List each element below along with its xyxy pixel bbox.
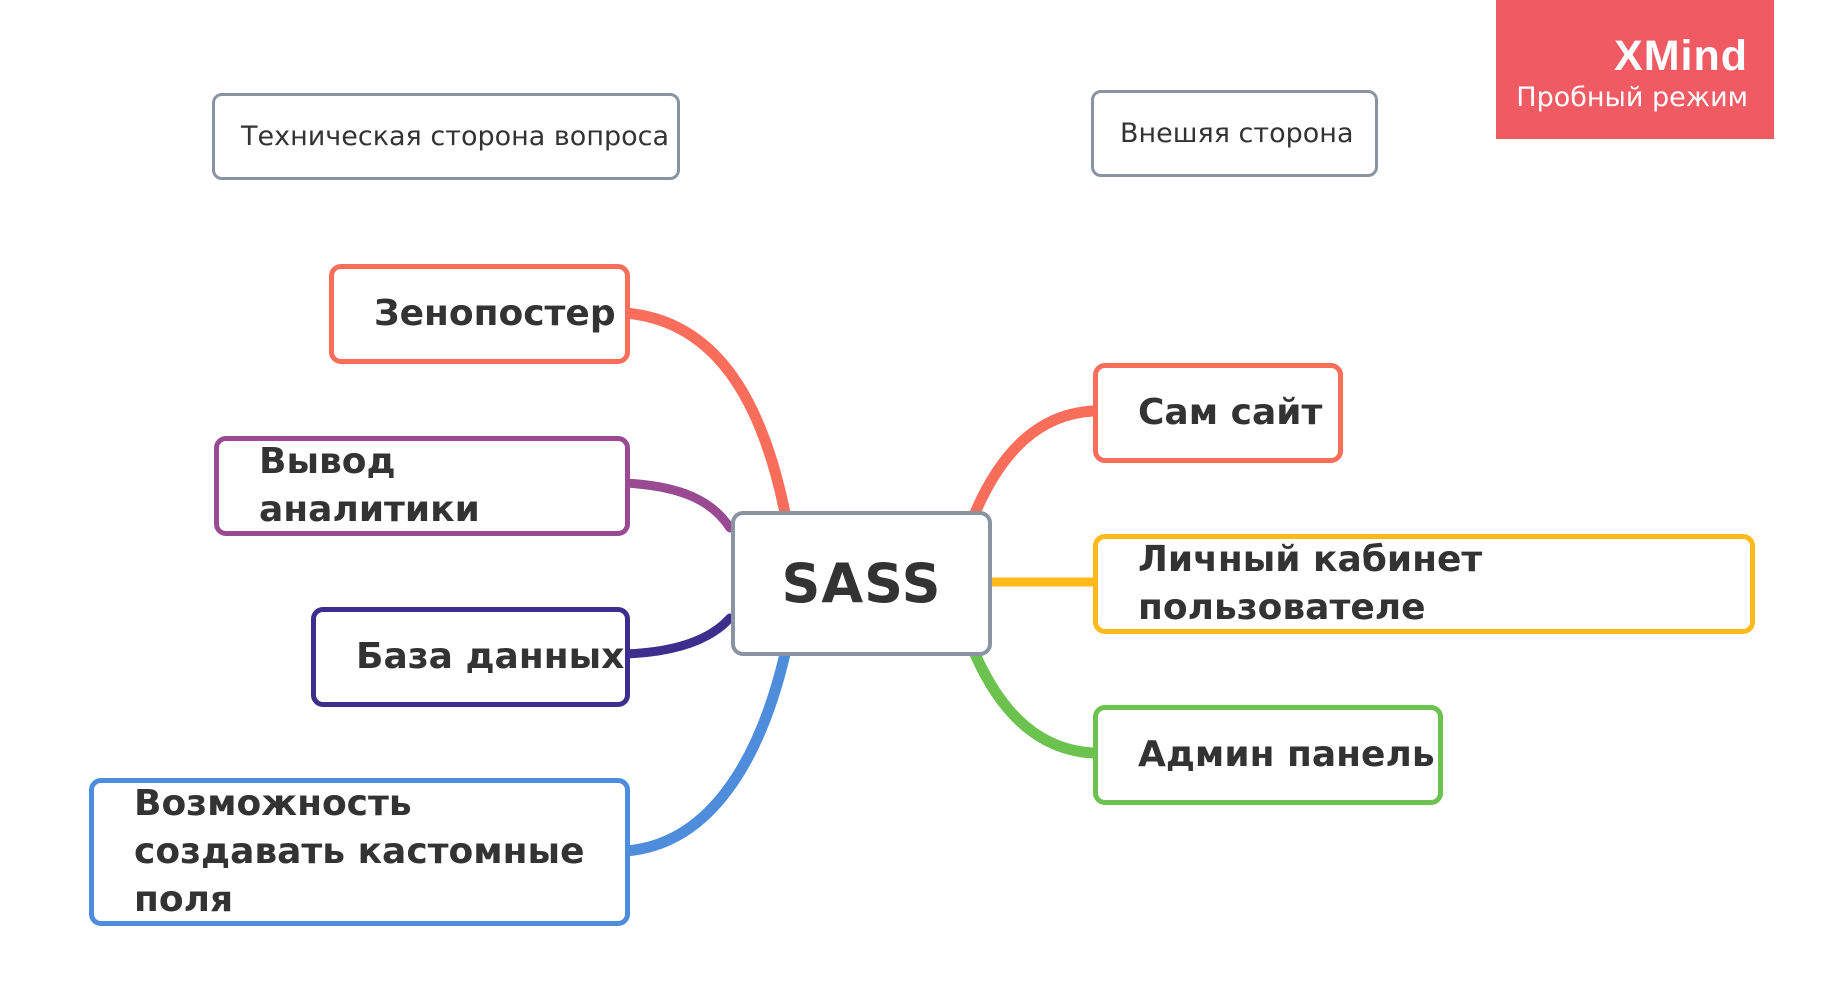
branch-topic-cabinet[interactable]: Личный кабинет пользователе [1093, 534, 1755, 634]
connector-analytics [620, 478, 735, 533]
xmind-trial-watermark: XMind Пробный режим [1496, 0, 1774, 139]
connector-custom-fields [619, 648, 791, 857]
floating-topic-technical-label: Техническая сторона вопроса [241, 121, 670, 152]
central-topic[interactable]: SASS [731, 511, 992, 656]
branch-topic-admin[interactable]: Админ панель [1093, 705, 1443, 805]
branch-topic-site-label: Сам сайт [1138, 392, 1323, 433]
connector-zenoposter [619, 307, 791, 519]
branch-topic-analytics-label: Вывод аналитики [259, 441, 480, 530]
branch-topic-site[interactable]: Сам сайт [1093, 363, 1343, 463]
branch-topic-database[interactable]: База данных [311, 607, 630, 707]
watermark-subtitle: Пробный режим [1516, 82, 1748, 113]
floating-topic-external-label: Внешяя сторона [1120, 118, 1354, 149]
branch-topic-cabinet-label: Личный кабинет пользователе [1138, 539, 1483, 628]
branch-topic-custom-fields[interactable]: Возможность создавать кастомные поля [89, 778, 630, 926]
watermark-title: XMind [1614, 32, 1748, 80]
floating-topic-technical[interactable]: Техническая сторона вопроса [212, 93, 680, 180]
central-topic-label: SASS [781, 552, 942, 615]
branch-topic-zenoposter-label: Зенопостер [374, 293, 616, 334]
branch-topic-custom-fields-label: Возможность создавать кастомные поля [134, 783, 585, 920]
branch-topic-zenoposter[interactable]: Зенопостер [329, 264, 630, 364]
floating-topic-external[interactable]: Внешяя сторона [1091, 90, 1378, 177]
connector-admin [969, 648, 1099, 759]
branch-topic-database-label: База данных [356, 636, 625, 677]
connector-site [969, 405, 1099, 519]
branch-topic-admin-label: Админ панель [1138, 734, 1435, 775]
connector-database [620, 613, 735, 659]
branch-topic-analytics[interactable]: Вывод аналитики [214, 436, 630, 536]
